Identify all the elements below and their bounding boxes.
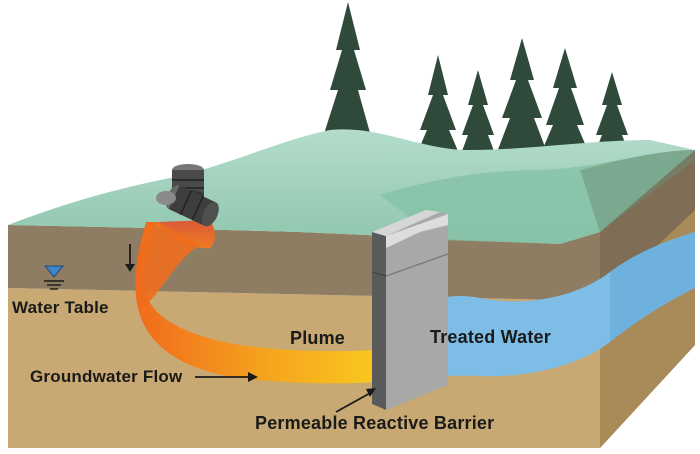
plume-label: Plume: [290, 328, 346, 348]
tree-icon: [494, 38, 550, 160]
treated-water: [385, 232, 695, 385]
tree-icon: [538, 48, 592, 160]
treated-water-label: Treated Water: [430, 327, 551, 347]
groundwater-flow-label: Groundwater Flow: [30, 367, 183, 386]
water-table-label: Water Table: [12, 298, 109, 317]
grass-surface: [8, 129, 695, 244]
groundwater-flow-arrow: [195, 372, 258, 382]
water-table-icon: [43, 265, 65, 290]
trees: [322, 2, 634, 170]
barrier-leader-arrow: [335, 388, 376, 413]
tree-icon: [322, 2, 372, 140]
barrel-icon: [156, 164, 219, 227]
permeable-reactive-barrier: [371, 210, 449, 410]
barrier-label: Permeable Reactive Barrier: [255, 413, 495, 433]
tree-icon: [455, 70, 501, 170]
arrow-icon: [125, 244, 135, 272]
contaminant-plume: [135, 220, 375, 384]
tree-icon: [412, 55, 464, 165]
